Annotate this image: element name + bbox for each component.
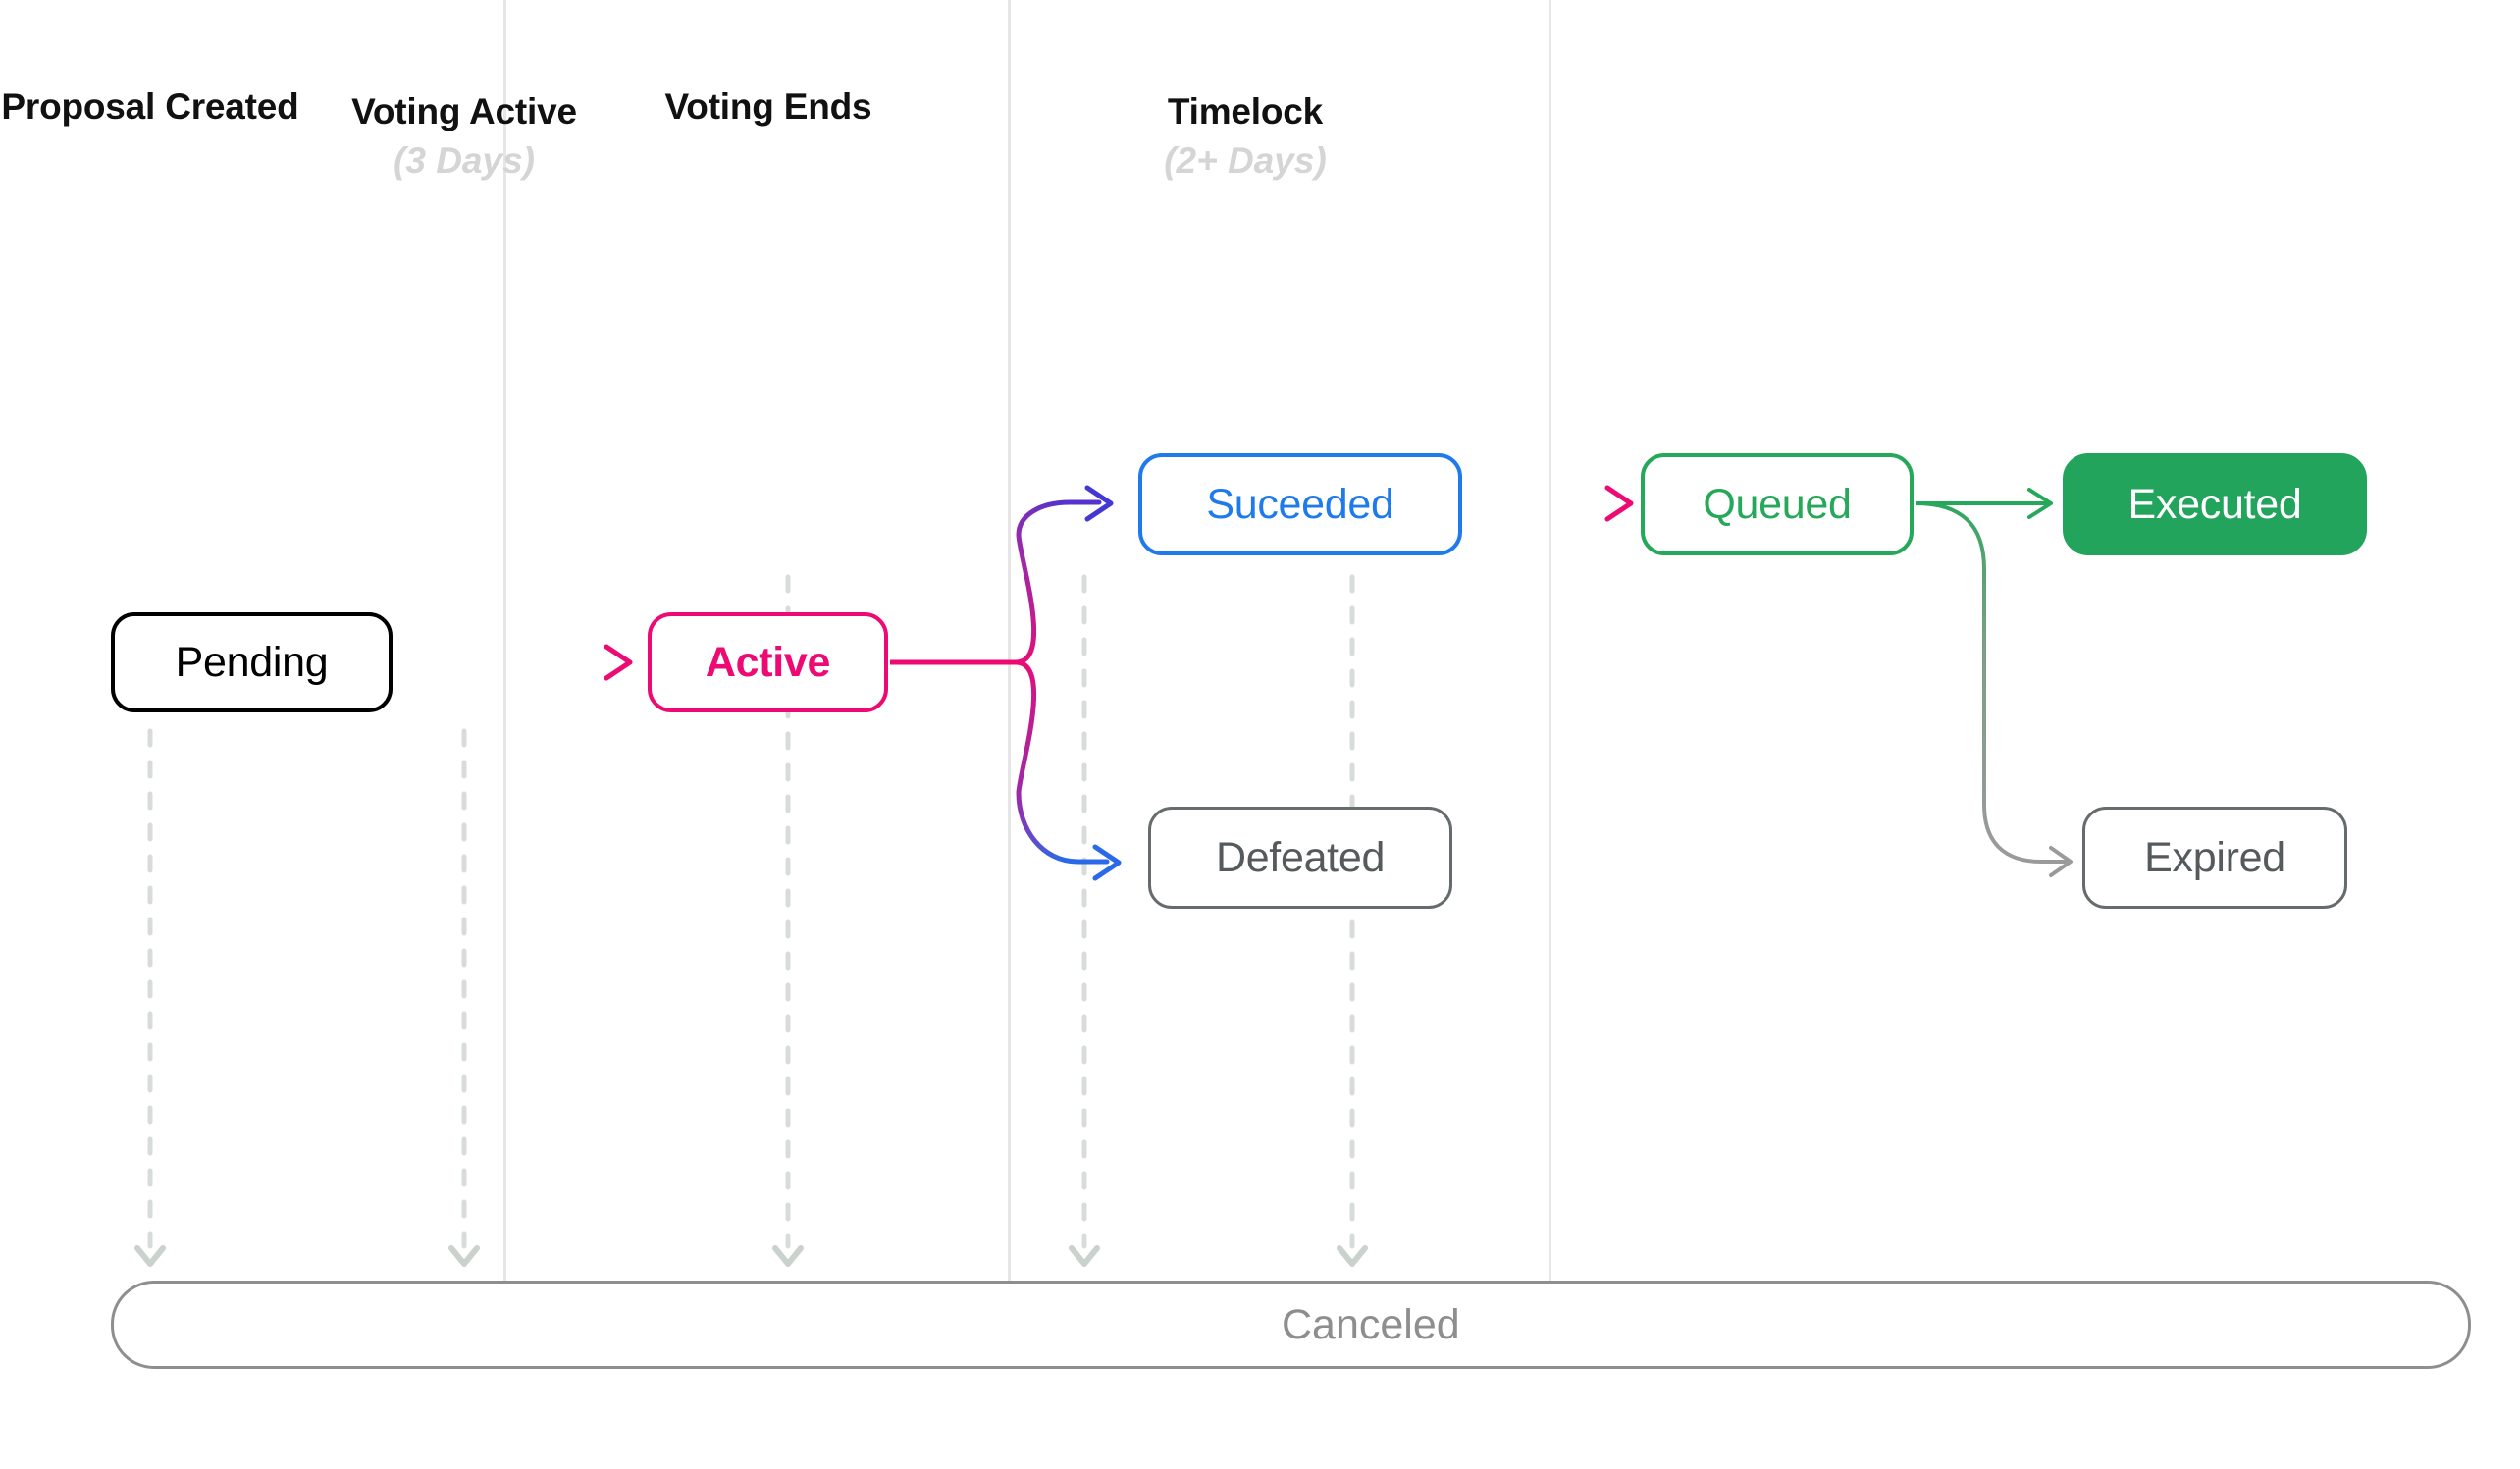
node-pending[interactable]: Pending [111, 612, 393, 712]
timeline-column-voting-ends: Voting Ends [665, 86, 872, 129]
node-executed[interactable]: Executed [2063, 453, 2367, 555]
node-active[interactable]: Active [648, 612, 888, 712]
node-label: Canceled [1282, 1300, 1460, 1348]
node-queued[interactable]: Queued [1641, 453, 1914, 555]
timeline-column-timelock: Timelock (2+ Days) [1164, 91, 1327, 187]
timeline-column-title: Voting Ends [664, 86, 872, 127]
node-expired[interactable]: Expired [2082, 807, 2347, 909]
timeline-column-title: Voting Active [351, 91, 577, 131]
column-divider-3 [1549, 0, 1551, 1281]
cancel-from-active [448, 728, 480, 1267]
timeline-column-subtitle: (2+ Days) [1164, 139, 1327, 181]
node-label: Active [705, 638, 831, 686]
cancel-from-pending [134, 728, 166, 1267]
timeline-column-proposal-created: Proposal Created [1, 86, 298, 129]
edge-active-to-defeated [1013, 659, 1122, 881]
node-succeeded[interactable]: Suceeded [1138, 453, 1462, 555]
column-divider-2 [1008, 0, 1011, 1281]
edge-queued-to-expired [1915, 501, 2073, 877]
node-label: Executed [2127, 480, 2302, 528]
node-label: Queued [1703, 480, 1852, 528]
node-label: Defeated [1215, 833, 1386, 881]
cancel-from-expired [1337, 574, 1368, 1267]
node-label: Pending [175, 638, 329, 686]
node-defeated[interactable]: Defeated [1148, 807, 1452, 909]
timeline-column-title: Timelock [1167, 91, 1324, 131]
edge-active-to-succeeded [1013, 485, 1114, 665]
timeline-column-subtitle: (3 Days) [394, 139, 535, 181]
timeline-column-title: Proposal Created [1, 86, 299, 127]
column-divider-1 [503, 0, 506, 1281]
node-label: Expired [2144, 833, 2285, 881]
timeline-column-voting-active: Voting Active (3 Days) [351, 91, 577, 187]
node-canceled[interactable]: Canceled [111, 1281, 2471, 1369]
edge-queued-to-executed [1916, 488, 2053, 519]
edge-pending-to-active [394, 644, 633, 681]
node-label: Suceeded [1206, 480, 1394, 528]
cancel-from-queued [1069, 574, 1100, 1267]
edge-succeeded-to-queued [1464, 485, 1634, 522]
